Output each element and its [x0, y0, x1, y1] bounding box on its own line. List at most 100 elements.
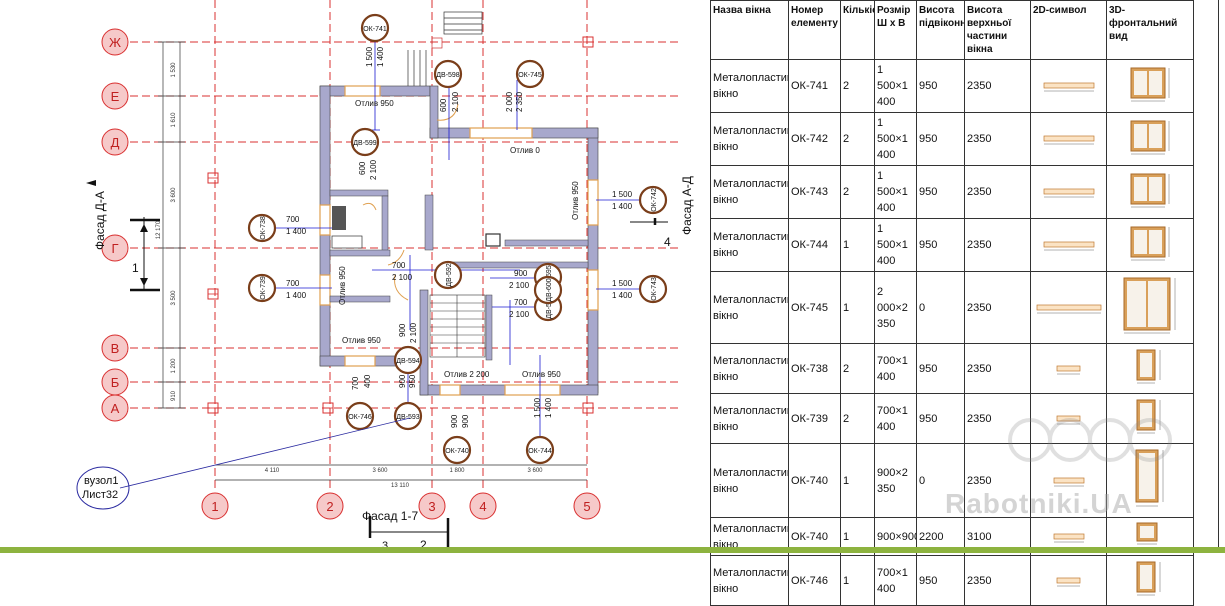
cell-top: 2350: [964, 393, 1031, 444]
cell-qty: 2: [840, 112, 875, 166]
cell-size: 1 500×1 400: [874, 112, 917, 166]
cell-3d-view: [1106, 218, 1194, 272]
2d-window-symbol: [1056, 365, 1081, 374]
dim-left-label: 1 530: [171, 62, 177, 78]
window-east-lower: [587, 269, 599, 311]
window-south-mid: [439, 384, 461, 396]
cut-label-right: 4: [664, 235, 671, 249]
dim-left-label: 1 200: [171, 358, 177, 374]
callout-line2: Лист32: [82, 489, 118, 501]
wall-int-3: [329, 249, 391, 257]
grid-col-label: 1: [211, 499, 218, 514]
building-outline: [319, 11, 599, 396]
cell-2d-symbol: [1030, 112, 1107, 166]
cell-qty: 1: [840, 218, 875, 272]
door-swing-1: [436, 103, 459, 121]
window-south-west: [344, 355, 376, 367]
facade-markers: Фасад Д-А Фасад А-Д Фасад 1-7 1 4 3 2: [86, 176, 694, 552]
3d-window-view: [1136, 561, 1161, 596]
3d-window-view: [1136, 399, 1161, 434]
cell-top: 2350: [964, 165, 1031, 219]
cell-sill: 0: [916, 271, 965, 344]
cell-id: ОК-740: [788, 443, 841, 518]
window-tag-label: ДВ-593: [396, 414, 420, 421]
grid-col-label: 2: [326, 499, 333, 514]
window-tag-label: ОК-740: [445, 448, 469, 455]
cell-sill: 950: [916, 112, 965, 166]
3d-window-view: [1130, 120, 1170, 154]
window-south-east: [504, 384, 561, 396]
schedule-header-row: Назва вікна Номер елементу Кількість Роз…: [710, 0, 1194, 60]
cell-top: 2350: [964, 59, 1031, 113]
window-tag-ring: [350, 127, 380, 157]
dim-label: 1 400: [286, 291, 307, 300]
callout-line1: вузол1: [84, 475, 118, 487]
window-tag-ring: [433, 59, 463, 89]
cell-2d-symbol: [1030, 218, 1107, 272]
cut-label-bottom-3: 3: [382, 540, 388, 552]
dim-label: 700: [351, 376, 360, 390]
cell-qty: 1: [840, 443, 875, 518]
dim-label: 700: [286, 279, 300, 288]
col-header: Розмір Ш х В: [874, 0, 917, 60]
window-tag-label: ОК-739: [260, 276, 267, 300]
dim-left-label: 12 170: [156, 220, 162, 239]
cut-label-left: 1: [132, 261, 139, 275]
grid-row-label: Ж: [109, 35, 121, 50]
3d-window-view: [1130, 67, 1170, 101]
cell-size: 700×1 400: [874, 555, 917, 606]
2d-window-symbol: [1043, 82, 1094, 92]
grid-row-bubble: [101, 334, 129, 362]
grid-col-label: 4: [479, 499, 486, 514]
wall-int-6: [504, 239, 589, 247]
window-tag-ring: [393, 345, 423, 375]
bottom-bar: [0, 547, 1225, 553]
wall-int-1: [329, 189, 389, 197]
2d-window-symbol: [1056, 577, 1081, 586]
dim-label: 1 500: [533, 397, 542, 418]
cell-top: 2350: [964, 343, 1031, 394]
dim-bottom-label: 3 600: [372, 468, 388, 474]
window-east-upper: [587, 179, 599, 226]
dim-bottom-label: 4 110: [265, 468, 280, 474]
3d-window-view: [1130, 173, 1170, 207]
wall-int-7: [444, 261, 589, 269]
cell-sill: 0: [916, 443, 965, 518]
cell-top: 2350: [964, 112, 1031, 166]
cell-qty: 1: [840, 555, 875, 606]
dim-label: 1 400: [612, 291, 633, 300]
otliv-label: Отлив 950: [571, 181, 580, 220]
cell-name: Металопластикове вікно: [710, 59, 789, 113]
dim-label: 400: [363, 374, 372, 388]
cell-id: ОК-744: [788, 218, 841, 272]
window-tag-ring: [533, 275, 563, 305]
grid-col-bubble: [418, 492, 446, 520]
door-swing-4: [362, 202, 377, 211]
col-header: Висота підвіконня: [916, 0, 965, 60]
wall-north-jog: [429, 85, 439, 139]
window-tag-ring: [345, 401, 375, 431]
dim-label: 950: [408, 374, 417, 388]
window-schedule: Назва вікна Номер елементу Кількість Роз…: [710, 0, 1194, 606]
entry-steps: [407, 11, 483, 86]
dim-label: 1 500: [612, 190, 633, 199]
cell-3d-view: [1106, 343, 1194, 394]
cell-2d-symbol: [1030, 555, 1107, 606]
dim-label: 900: [450, 414, 459, 428]
cell-id: ОК-743: [788, 165, 841, 219]
frame-border: [1218, 0, 1219, 553]
col-header: 3D-фронтальний вид: [1106, 0, 1194, 60]
cell-sill: 950: [916, 555, 965, 606]
cell-size: 700×1 400: [874, 393, 917, 444]
2d-window-symbol: [1056, 415, 1081, 424]
window-tag-label: ДВ-598: [436, 72, 460, 79]
3d-window-view: [1135, 449, 1164, 507]
